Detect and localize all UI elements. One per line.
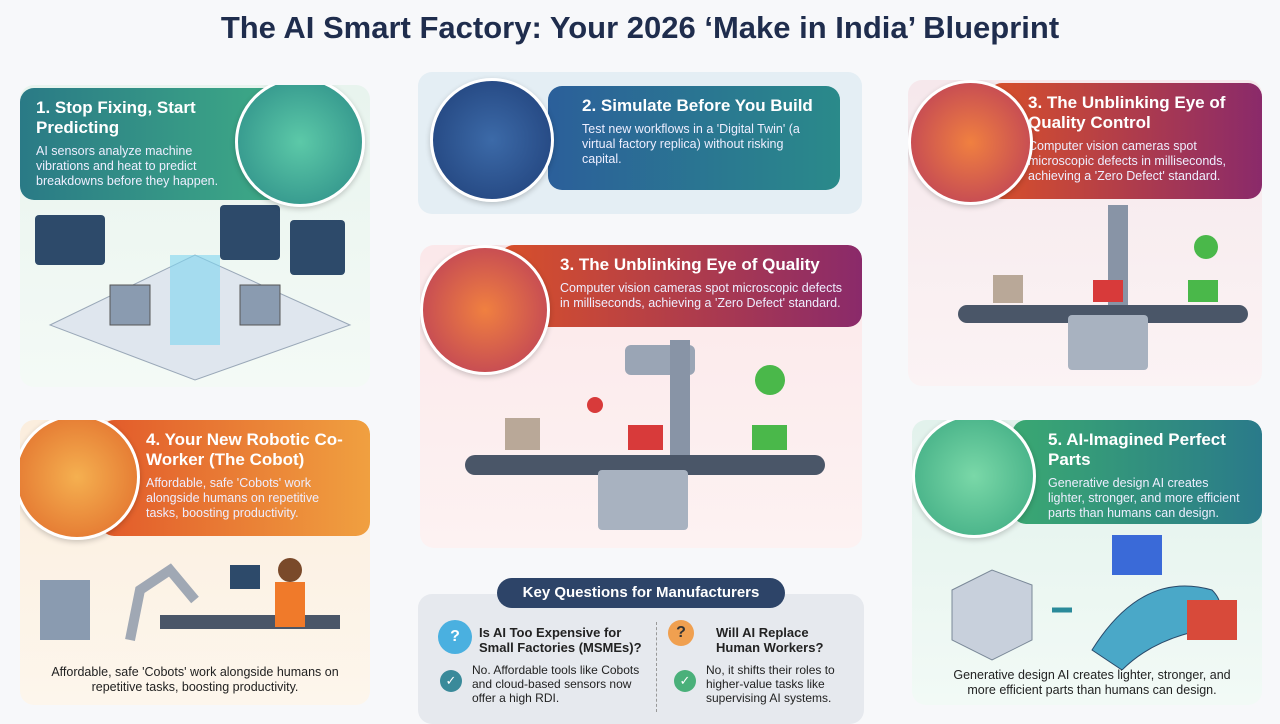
check-icon: ✓ bbox=[674, 670, 696, 692]
human-robot-icon: ? bbox=[668, 620, 694, 646]
header-band: 3. The Unblinking Eye of Quality Compute… bbox=[500, 245, 862, 327]
header-band: 2. Simulate Before You Build Test new wo… bbox=[548, 86, 840, 190]
panel-body: Affordable, safe 'Cobots' work alongside… bbox=[146, 476, 320, 520]
panel-heading: 4. Your New Robotic Co-Worker (The Cobot… bbox=[146, 430, 343, 469]
check-icon: ✓ bbox=[440, 670, 462, 692]
robot-arm-worker-icon bbox=[20, 420, 140, 540]
conveyor-inspection-illustration bbox=[958, 205, 1248, 370]
panel-caption: Affordable, safe 'Cobots' work alongside… bbox=[51, 665, 339, 694]
panel-heading: 1. Stop Fixing, Start Predicting bbox=[36, 98, 196, 137]
generative-design-illustration bbox=[951, 535, 1237, 670]
answer-text: No. Affordable tools like Cobots and clo… bbox=[472, 663, 640, 705]
panel-predictive-maintenance: 1. Stop Fixing, Start Predicting AI sens… bbox=[20, 85, 370, 387]
answer-text: No, it shifts their roles to higher-valu… bbox=[706, 663, 835, 705]
header-band: 5. AI-Imagined Perfect Parts Generative … bbox=[1012, 420, 1262, 524]
generative-part-icon bbox=[912, 420, 1036, 538]
panel-body: Test new workflows in a 'Digital Twin' (… bbox=[582, 122, 800, 166]
panel-body: Computer vision cameras spot microscopic… bbox=[560, 281, 843, 310]
question-gears-icon: ? bbox=[438, 620, 472, 654]
eye-magnifier-icon bbox=[908, 80, 1033, 205]
panel-body: AI sensors analyze machine vibrations an… bbox=[36, 144, 219, 188]
factory-floor-illustration bbox=[35, 205, 352, 381]
panel-cobot: 4. Your New Robotic Co-Worker (The Cobot… bbox=[20, 420, 370, 705]
header-band: 4. Your New Robotic Co-Worker (The Cobot… bbox=[100, 420, 370, 536]
divider bbox=[656, 622, 657, 712]
panel-heading: 3. The Unblinking Eye of Quality Control bbox=[1028, 93, 1226, 132]
key-questions-panel bbox=[418, 594, 864, 724]
question-text: Is AI Too Expensive for Small Factories … bbox=[479, 625, 642, 655]
cobot-workstation-illustration bbox=[40, 558, 340, 641]
question-text: Will AI Replace Human Workers? bbox=[716, 625, 824, 655]
page-title: The AI Smart Factory: Your 2026 ‘Make in… bbox=[220, 10, 1060, 45]
digital-twin-machine-icon bbox=[235, 85, 365, 207]
key-questions-title: Key Questions for Manufacturers bbox=[497, 578, 785, 608]
gear-network-icon bbox=[430, 78, 554, 202]
panel-heading: 2. Simulate Before You Build bbox=[582, 96, 813, 115]
panel-caption: Generative design AI creates lighter, st… bbox=[953, 668, 1231, 697]
panel-body: Generative design AI creates lighter, st… bbox=[1048, 476, 1240, 520]
panel-heading: 3. The Unblinking Eye of Quality bbox=[560, 255, 820, 274]
panel-generative-design: 5. AI-Imagined Perfect Parts Generative … bbox=[912, 420, 1262, 705]
conveyor-inspection-illustration bbox=[465, 340, 825, 530]
header-band: 3. The Unblinking Eye of Quality Control… bbox=[988, 83, 1262, 199]
eye-magnifier-icon bbox=[420, 245, 550, 375]
panel-quality-vision-center: 3. The Unblinking Eye of Quality Compute… bbox=[420, 245, 862, 548]
panel-digital-twin: 2. Simulate Before You Build Test new wo… bbox=[418, 72, 862, 214]
panel-body: Computer vision cameras spot microscopic… bbox=[1028, 139, 1226, 183]
panel-quality-vision-right: 3. The Unblinking Eye of Quality Control… bbox=[908, 80, 1262, 386]
panel-heading: 5. AI-Imagined Perfect Parts bbox=[1048, 430, 1226, 469]
